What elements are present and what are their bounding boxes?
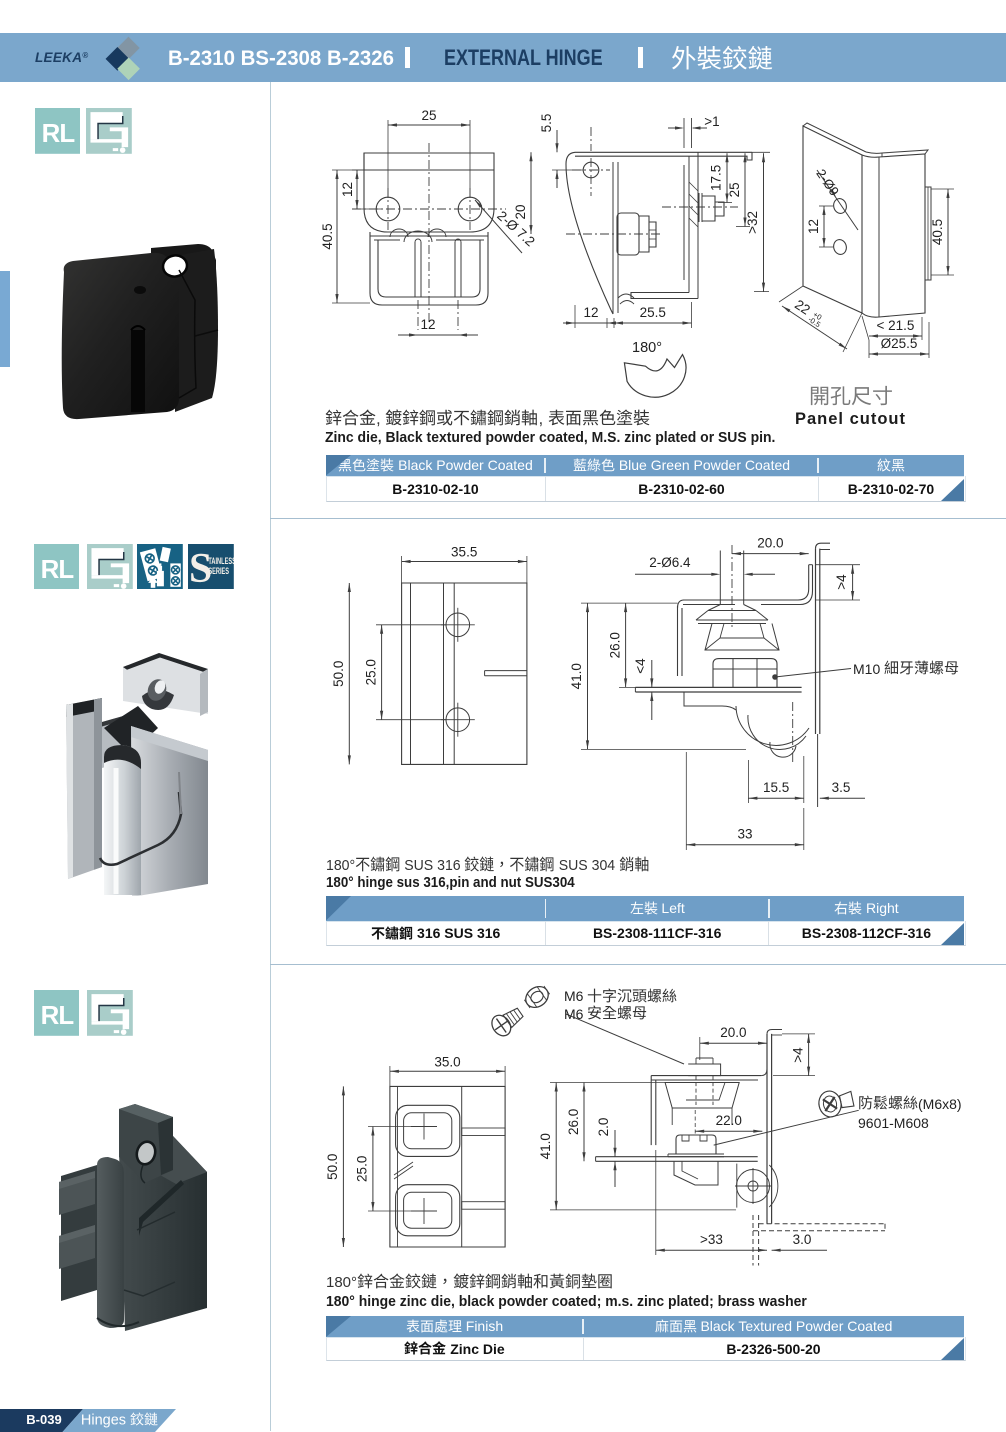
- svg-text:2-Ø6.4: 2-Ø6.4: [649, 555, 691, 570]
- svg-text:>1: >1: [704, 114, 719, 129]
- svg-text:2-Ø9: 2-Ø9: [813, 166, 842, 198]
- svg-text:RL: RL: [40, 1002, 74, 1030]
- svg-text:>32: >32: [745, 211, 760, 234]
- svg-text:180°: 180°: [632, 340, 662, 356]
- svg-text:41.0: 41.0: [569, 663, 584, 689]
- svg-text:35.5: 35.5: [451, 545, 477, 560]
- svg-text:5.5: 5.5: [539, 114, 554, 133]
- svg-text:33: 33: [737, 827, 752, 842]
- svg-text:20.0: 20.0: [720, 1025, 746, 1040]
- svg-text:25: 25: [421, 108, 436, 123]
- svg-text:40.5: 40.5: [320, 223, 335, 249]
- svg-text:RL: RL: [41, 120, 75, 148]
- svg-text:41.0: 41.0: [538, 1133, 553, 1159]
- svg-text:+0: +0: [811, 310, 823, 322]
- svg-text:12: 12: [583, 305, 598, 320]
- svg-text:>33: >33: [700, 1232, 723, 1247]
- svg-text:2.0: 2.0: [596, 1118, 611, 1137]
- svg-text:RL: RL: [40, 555, 74, 583]
- svg-text:TAINLESS: TAINLESS: [208, 555, 233, 566]
- svg-text:3.5: 3.5: [832, 780, 851, 795]
- svg-text:22: 22: [792, 297, 813, 318]
- svg-text:SERIES: SERIES: [208, 565, 229, 576]
- svg-text:>4: >4: [791, 1047, 806, 1063]
- svg-text:20.0: 20.0: [757, 536, 783, 551]
- svg-text:20: 20: [513, 204, 528, 219]
- svg-text:>4: >4: [834, 574, 849, 590]
- svg-text:17.5: 17.5: [709, 165, 724, 191]
- svg-text:50.0: 50.0: [325, 1154, 340, 1180]
- svg-text:22.0: 22.0: [716, 1113, 742, 1128]
- svg-text:12: 12: [806, 219, 821, 234]
- svg-text:S: S: [189, 545, 212, 589]
- svg-text:Ø25.5: Ø25.5: [881, 336, 918, 351]
- svg-text:25.5: 25.5: [640, 305, 666, 320]
- svg-text:26.0: 26.0: [608, 632, 623, 658]
- svg-text:3.0: 3.0: [793, 1232, 812, 1247]
- svg-text:< 21.5: < 21.5: [877, 318, 915, 333]
- svg-text:26.0: 26.0: [566, 1109, 581, 1135]
- svg-text:25: 25: [727, 182, 742, 197]
- svg-text:40.5: 40.5: [930, 219, 945, 245]
- svg-text:12: 12: [340, 182, 355, 197]
- svg-text:35.0: 35.0: [434, 1054, 460, 1069]
- svg-text:15.5: 15.5: [763, 780, 789, 795]
- svg-text:50.0: 50.0: [331, 661, 346, 687]
- svg-text:25.0: 25.0: [355, 1156, 370, 1182]
- svg-text:25.0: 25.0: [364, 659, 379, 685]
- svg-text:12: 12: [420, 317, 435, 332]
- svg-text:<4: <4: [633, 658, 648, 674]
